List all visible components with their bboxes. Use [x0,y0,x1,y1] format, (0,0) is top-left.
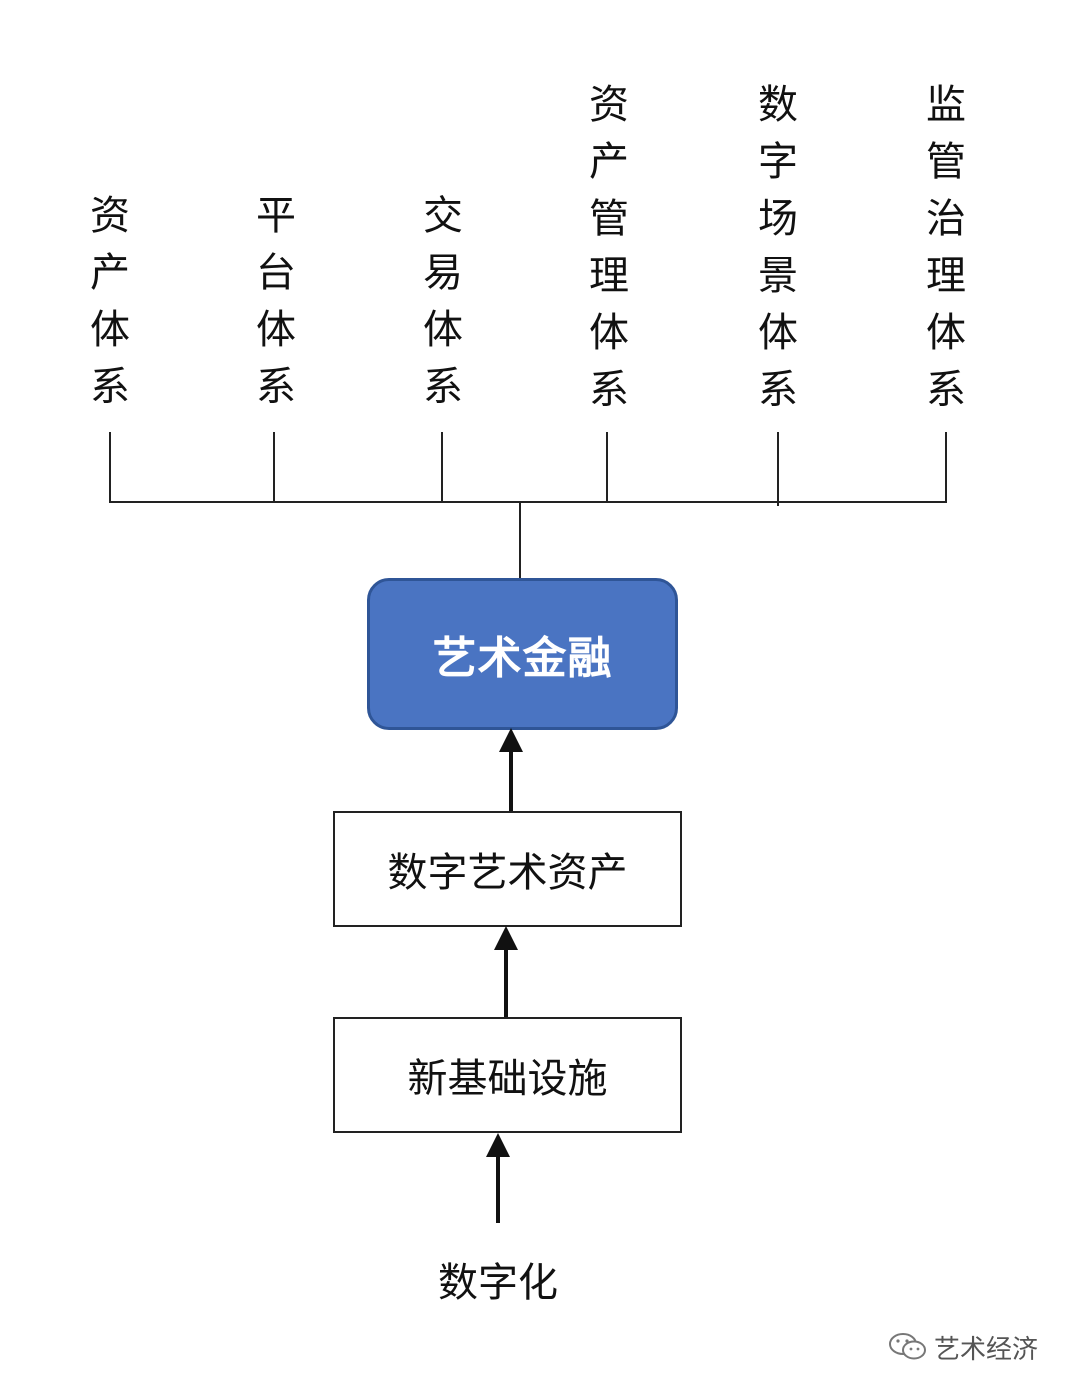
category-char: 管 [589,196,629,242]
category-char: 体 [90,307,130,353]
connector-line [519,502,521,578]
category-char: 系 [423,364,463,410]
arrow-up-icon [486,1133,510,1223]
wechat-icon [889,1333,926,1360]
watermark-text: 艺术经济 [934,1334,1039,1365]
node-digital-art-assets: 数字艺术资产 [333,811,682,927]
category-char: 监 [926,82,966,128]
core-node-art-finance: 艺术金融 [367,578,678,730]
category-char: 资 [90,193,130,239]
category-asset-system: 资产体系 [80,188,140,416]
connector-line [273,432,275,502]
category-char: 产 [90,250,130,296]
category-char: 台 [256,250,296,296]
connector-line [945,432,947,502]
category-char: 体 [589,310,629,356]
category-char: 管 [926,139,966,185]
category-char: 理 [589,253,629,299]
category-char: 系 [758,367,798,413]
category-char: 数 [758,82,798,128]
category-char: 系 [926,367,966,413]
arrow-up-icon [494,926,518,1017]
connector-line [606,432,608,502]
category-regulatory-governance-system: 监管治理体系 [916,77,976,419]
category-char: 易 [423,250,463,296]
category-char: 平 [256,193,296,239]
watermark: 艺术经济 [888,1327,1058,1367]
category-char: 字 [758,139,798,185]
category-char: 产 [589,139,629,185]
category-char: 体 [758,310,798,356]
node-label: 数字艺术资产 [387,850,628,896]
category-char: 场 [758,196,798,242]
category-char: 系 [90,364,130,410]
category-digital-scenario-system: 数字场景体系 [748,77,808,419]
category-trading-system: 交易体系 [413,188,473,416]
category-char: 体 [256,307,296,353]
connector-line [109,432,111,502]
connector-line [441,432,443,502]
node-new-infrastructure: 新基础设施 [333,1017,682,1133]
source-label-digitization: 数字化 [438,1260,558,1306]
category-char: 体 [423,307,463,353]
connector-bar [109,501,947,503]
core-node-label: 艺术金融 [432,633,613,684]
category-char: 交 [423,193,463,239]
category-char: 理 [926,253,966,299]
category-char: 体 [926,310,966,356]
category-char: 系 [589,367,629,413]
category-char: 景 [758,253,798,299]
connector-line [777,432,779,506]
category-asset-management-system: 资产管理体系 [579,77,639,419]
category-char: 治 [926,196,966,242]
arrow-up-icon [499,728,523,812]
category-char: 资 [589,82,629,128]
node-label: 新基础设施 [407,1056,608,1102]
category-char: 系 [256,364,296,410]
category-platform-system: 平台体系 [246,188,306,416]
